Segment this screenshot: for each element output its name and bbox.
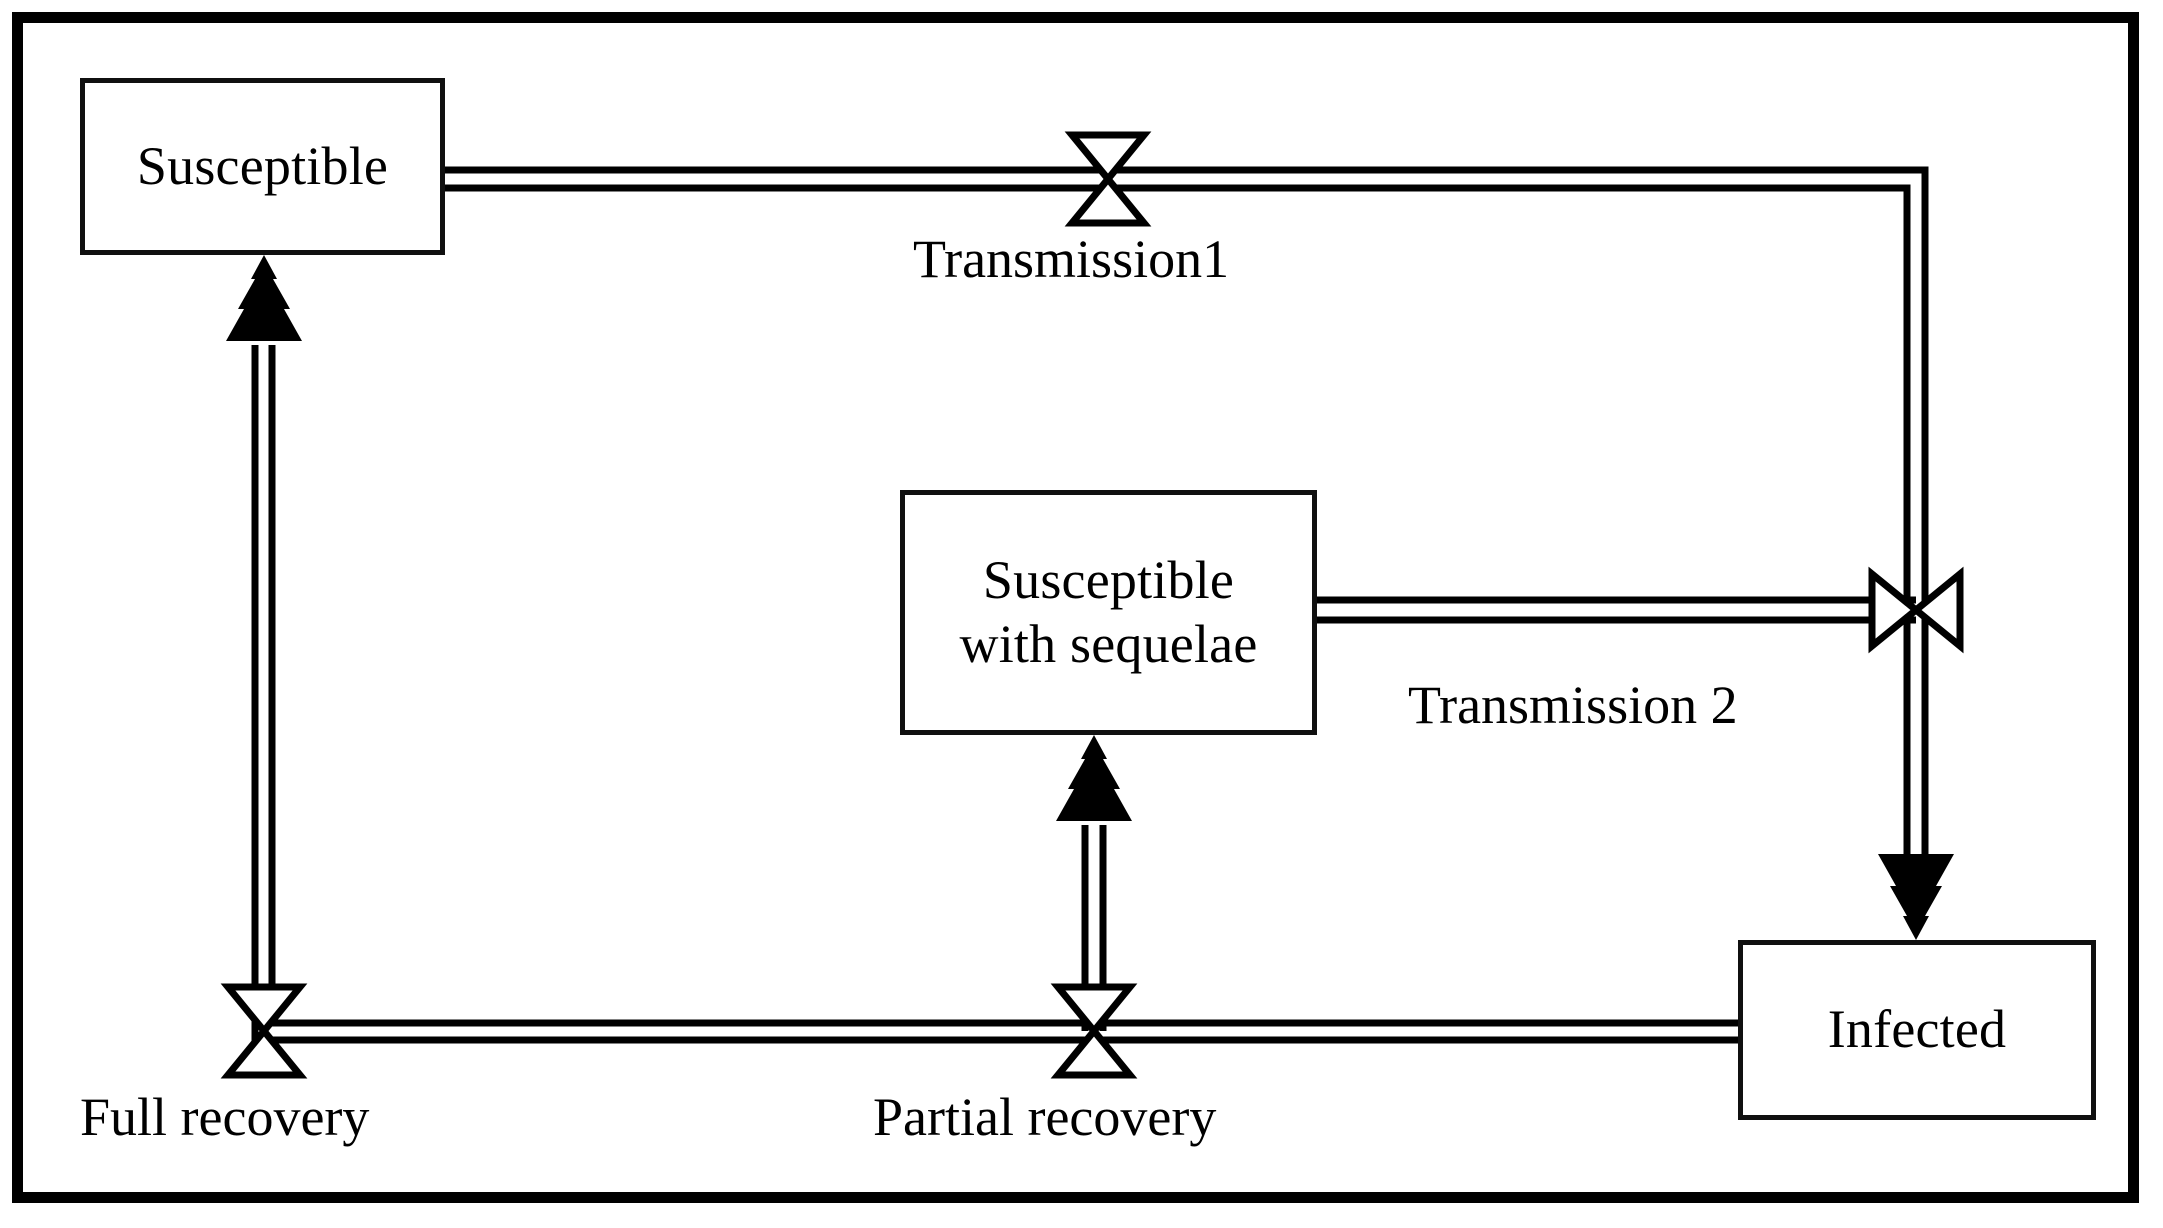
valve-transmission-1[interactable]	[1072, 135, 1144, 223]
stock-label-line-2: with sequelae	[959, 613, 1258, 674]
valve-transmission-2[interactable]	[1872, 574, 1960, 646]
arrowhead-into-susceptible-with-sequelae	[1056, 735, 1132, 821]
flow-label-transmission-2: Transmission 2	[1408, 675, 1738, 735]
pipe-transmission-1	[445, 166, 1929, 880]
arrowhead-into-infected	[1878, 854, 1954, 940]
stock-susceptible-label: Susceptible	[136, 135, 389, 196]
stock-label-line-1: Susceptible	[982, 549, 1235, 610]
stock-susceptible-with-sequelae[interactable]: Susceptible with sequelae	[900, 490, 1317, 735]
stock-infected-label: Infected	[1827, 999, 2007, 1060]
valve-full-recovery[interactable]	[228, 987, 300, 1075]
flow-label-transmission-1: Transmission1	[913, 229, 1230, 289]
pipe-transmission-2	[1317, 596, 1916, 624]
valve-partial-recovery[interactable]	[1058, 987, 1130, 1075]
arrowhead-into-susceptible	[226, 255, 302, 341]
flow-label-full-recovery: Full recovery	[80, 1087, 370, 1147]
stock-infected[interactable]: Infected	[1738, 940, 2096, 1120]
stock-susceptible[interactable]: Susceptible	[80, 78, 445, 255]
flow-label-partial-recovery: Partial recovery	[873, 1087, 1217, 1147]
stock-susceptible-with-sequelae-label: Susceptible with sequelae	[954, 549, 1264, 676]
